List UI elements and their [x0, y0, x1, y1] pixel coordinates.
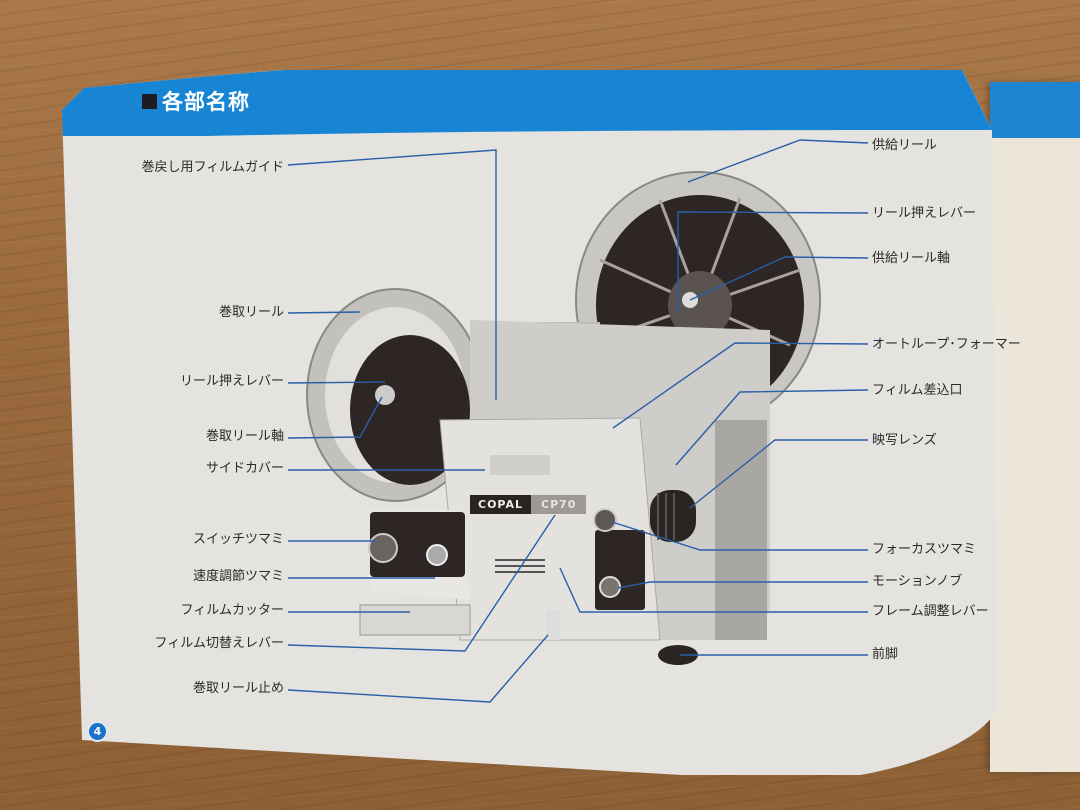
label-film-cutter: フィルムカッター	[180, 603, 284, 618]
leader-lines	[287, 139, 869, 703]
page-title-text: 各部名称	[162, 90, 250, 114]
projector-body-graphic	[359, 320, 770, 665]
label-supply-reel-shaft: 供給リール軸	[872, 251, 951, 266]
label-reel-lock-lever-right: リール押えレバー	[872, 206, 977, 221]
label-rewind-film-guide: 巻戻し用フィルムガイド	[141, 160, 284, 175]
header-band	[62, 70, 997, 136]
label-side-cover: サイドカバー	[205, 461, 284, 476]
label-frame-adjust-lever: フレーム調整レバー	[872, 604, 989, 619]
facing-page-header-band	[990, 82, 1080, 138]
model-name: CP70	[531, 495, 587, 514]
page-number-badge: 4	[89, 723, 106, 740]
label-take-up-reel-stopper: 巻取リール止め	[192, 681, 284, 696]
page-title: 各部名称	[142, 86, 250, 116]
label-switch-knob: スイッチツマミ	[192, 532, 284, 547]
manual-page	[62, 70, 997, 775]
label-front-foot: 前脚	[872, 647, 899, 662]
label-film-inlet: フィルム差込口	[872, 383, 963, 398]
label-projection-lens: 映写レンズ	[872, 433, 937, 448]
label-motion-knob: モーションノブ	[872, 574, 963, 589]
projector-brand-plate: COPAL CP70	[470, 495, 587, 514]
title-bullet-square	[142, 93, 157, 109]
brand-name: COPAL	[470, 495, 531, 514]
label-reel-lock-lever-left: リール押えレバー	[179, 374, 284, 389]
label-supply-reel: 供給リール	[872, 138, 938, 153]
facing-page	[990, 82, 1080, 772]
label-take-up-reel: 巻取リール	[218, 305, 284, 320]
label-speed-control-knob: 速度調節ツマミ	[192, 569, 284, 584]
label-take-up-reel-shaft: 巻取リール軸	[205, 429, 284, 444]
label-auto-loop-former: オートループ･フォーマー	[872, 337, 1021, 352]
label-focus-knob: フォーカスツマミ	[872, 542, 977, 557]
label-film-switch-lever: フィルム切替えレバー	[154, 636, 284, 651]
